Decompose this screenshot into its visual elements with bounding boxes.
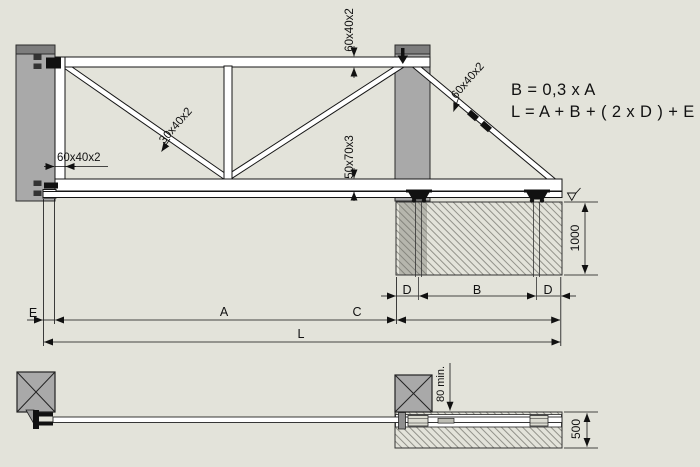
bottom-hinge-bracket bbox=[33, 180, 58, 196]
dim-label-a: A bbox=[219, 305, 229, 319]
dim-label-l: L bbox=[297, 327, 305, 341]
truss-diagonal-1 bbox=[61, 61, 229, 181]
truss-diagonal-2 bbox=[227, 62, 404, 180]
section-right-post bbox=[394, 374, 433, 413]
elevation-view bbox=[15, 44, 598, 346]
apex-pin bbox=[397, 48, 408, 64]
dim-label-foundation-depth: 1000 bbox=[568, 224, 582, 252]
bottom-beam bbox=[54, 178, 563, 192]
left-upright bbox=[54, 56, 66, 189]
turnbuckle bbox=[467, 109, 479, 122]
label-top-rail-profile: 60x40x2 bbox=[344, 8, 356, 52]
level-datum-icon bbox=[566, 187, 581, 202]
rail-coupler bbox=[437, 417, 455, 424]
tail-diagonal bbox=[409, 60, 559, 186]
section-left-post bbox=[16, 371, 56, 413]
dim-label-c: C bbox=[352, 305, 362, 319]
gate-frame bbox=[33, 48, 563, 199]
dim-label-d-right: D bbox=[543, 283, 553, 297]
section-rail bbox=[52, 416, 563, 423]
dimension-lines bbox=[27, 46, 598, 346]
mid-vertical bbox=[223, 65, 233, 180]
section-carriage-right bbox=[529, 415, 549, 427]
carriage-left bbox=[406, 189, 432, 203]
track-rail bbox=[42, 191, 563, 198]
dim-label-b: B bbox=[472, 283, 482, 297]
guide-bracket bbox=[25, 409, 53, 429]
section-end-plate bbox=[398, 412, 406, 430]
formula-l: L = A + B + ( 2 x D ) + E bbox=[511, 103, 695, 121]
top-hinge-bracket bbox=[33, 54, 61, 69]
dim-label-e: E bbox=[28, 306, 38, 320]
roller-carriages bbox=[406, 189, 550, 203]
formula-b: B = 0,3 x A bbox=[511, 81, 596, 99]
section-dimension-lines bbox=[446, 363, 598, 449]
label-bottom-beam-profile: 50x70x3 bbox=[344, 135, 356, 179]
left-post bbox=[15, 44, 56, 202]
label-rail-clearance: 80 min. bbox=[435, 365, 447, 403]
dim-label-d-left: D bbox=[402, 283, 412, 297]
section-carriage-left bbox=[407, 415, 429, 427]
dim-label-slab-depth: 500 bbox=[569, 418, 583, 440]
carriage-right bbox=[524, 189, 550, 203]
top-rail bbox=[55, 56, 431, 68]
foundation-block bbox=[395, 201, 563, 300]
section-view bbox=[16, 363, 598, 449]
label-left-upright-profile: 60x40x2 bbox=[57, 152, 101, 164]
